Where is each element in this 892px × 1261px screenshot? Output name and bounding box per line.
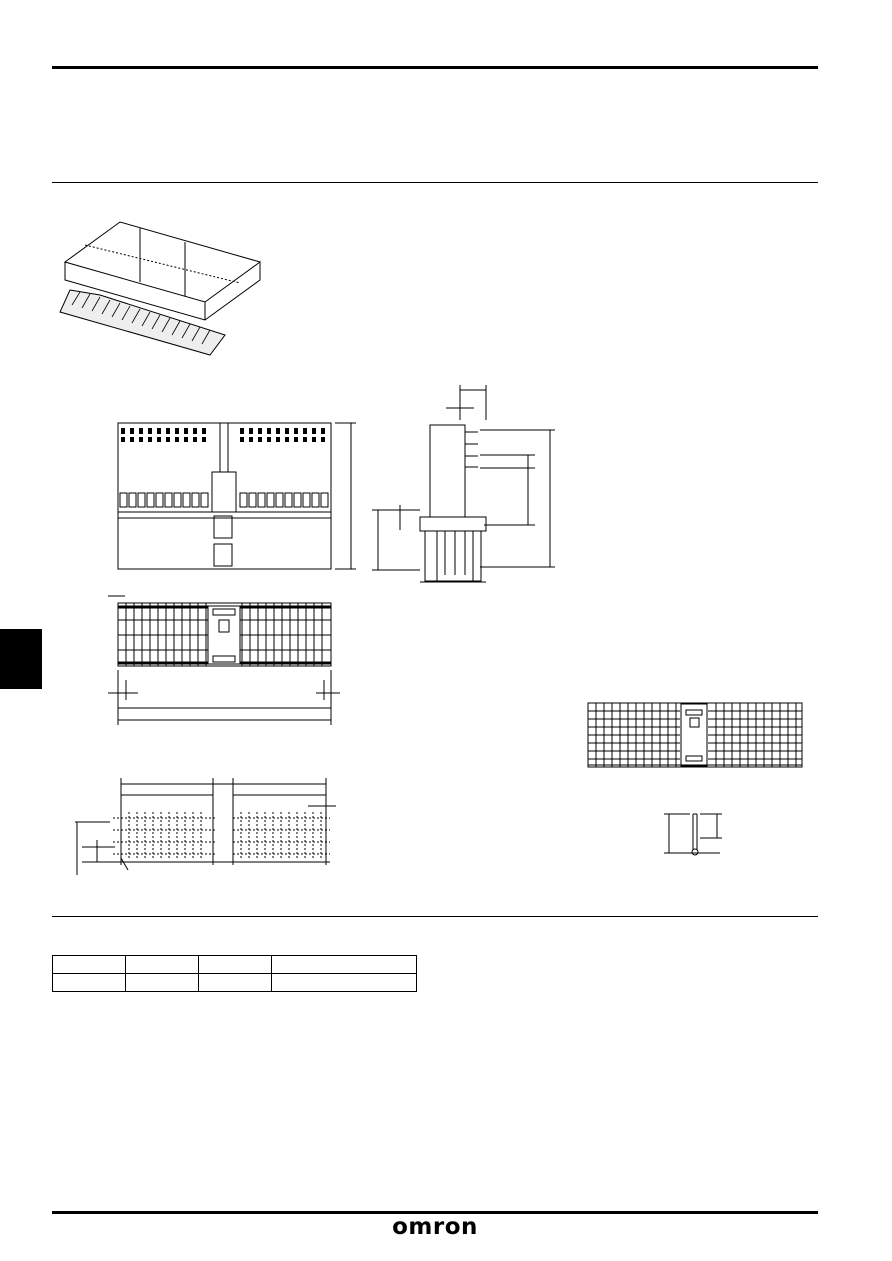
bottom-rule	[52, 1211, 818, 1214]
table-cell	[125, 973, 199, 992]
contact-arrangement-figure	[587, 702, 803, 768]
table-row	[52, 955, 417, 974]
front-view-figure	[117, 422, 356, 570]
terminal-detail-figure	[664, 813, 722, 856]
specification-table	[52, 955, 417, 992]
section-rule-2	[52, 916, 818, 917]
pcb-pattern-figure	[75, 778, 336, 875]
table-cell	[271, 955, 417, 974]
top-rule	[52, 66, 818, 69]
table-row	[52, 973, 417, 992]
table-cell	[52, 973, 126, 992]
section-index-tab	[0, 629, 42, 689]
section-rule-1	[52, 182, 818, 183]
top-view-figure	[108, 595, 340, 725]
table-cell	[125, 955, 199, 974]
side-view-figure	[372, 385, 555, 583]
table-cell	[271, 973, 417, 992]
table-cell	[198, 973, 272, 992]
omron-logo: omron	[392, 1214, 478, 1240]
connector-isometric-figure	[59, 221, 262, 356]
table-cell	[198, 955, 272, 974]
table-cell	[52, 955, 126, 974]
